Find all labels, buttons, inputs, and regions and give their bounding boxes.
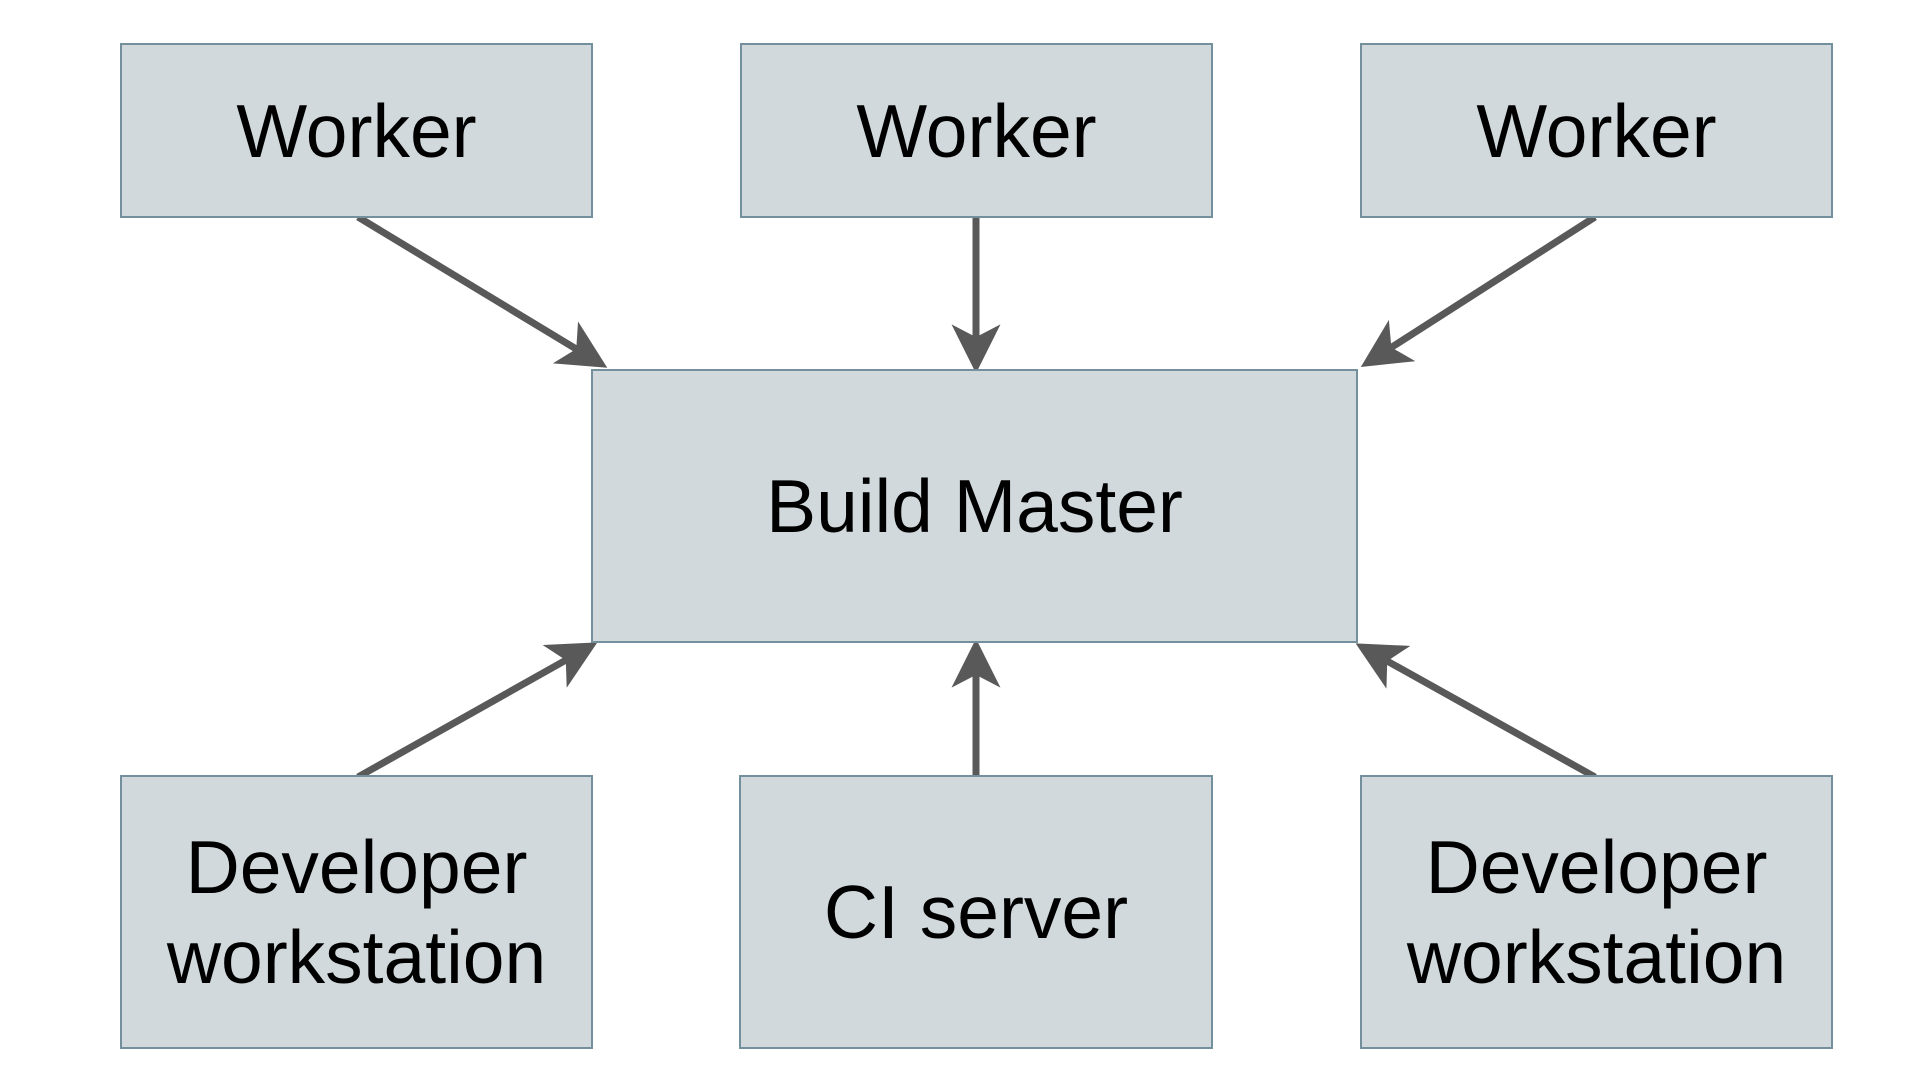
node-label: Worker — [236, 88, 477, 173]
node-label: CI server — [823, 870, 1129, 954]
node-label: Developer workstation — [1406, 825, 1787, 999]
arrow-developer-workstation-right-to-build-master — [1355, 643, 1597, 781]
arrow-worker-1-to-build-master — [356, 214, 608, 368]
node-worker-2: Worker — [740, 43, 1213, 218]
node-worker-3: Worker — [1360, 43, 1833, 218]
node-developer-workstation-left: Developer workstation — [120, 775, 593, 1049]
node-label: Developer workstation — [166, 825, 547, 999]
node-worker-1: Worker — [120, 43, 593, 218]
node-label: Worker — [1476, 88, 1717, 173]
node-build-master: Build Master — [591, 369, 1358, 643]
node-label: Worker — [856, 88, 1097, 173]
arrow-worker-3-to-build-master — [1360, 214, 1597, 367]
node-label: Build Master — [766, 464, 1183, 548]
node-ci-server: CI server — [739, 775, 1213, 1049]
node-developer-workstation-right: Developer workstation — [1360, 775, 1833, 1049]
arrow-developer-workstation-left-to-build-master — [356, 642, 598, 781]
